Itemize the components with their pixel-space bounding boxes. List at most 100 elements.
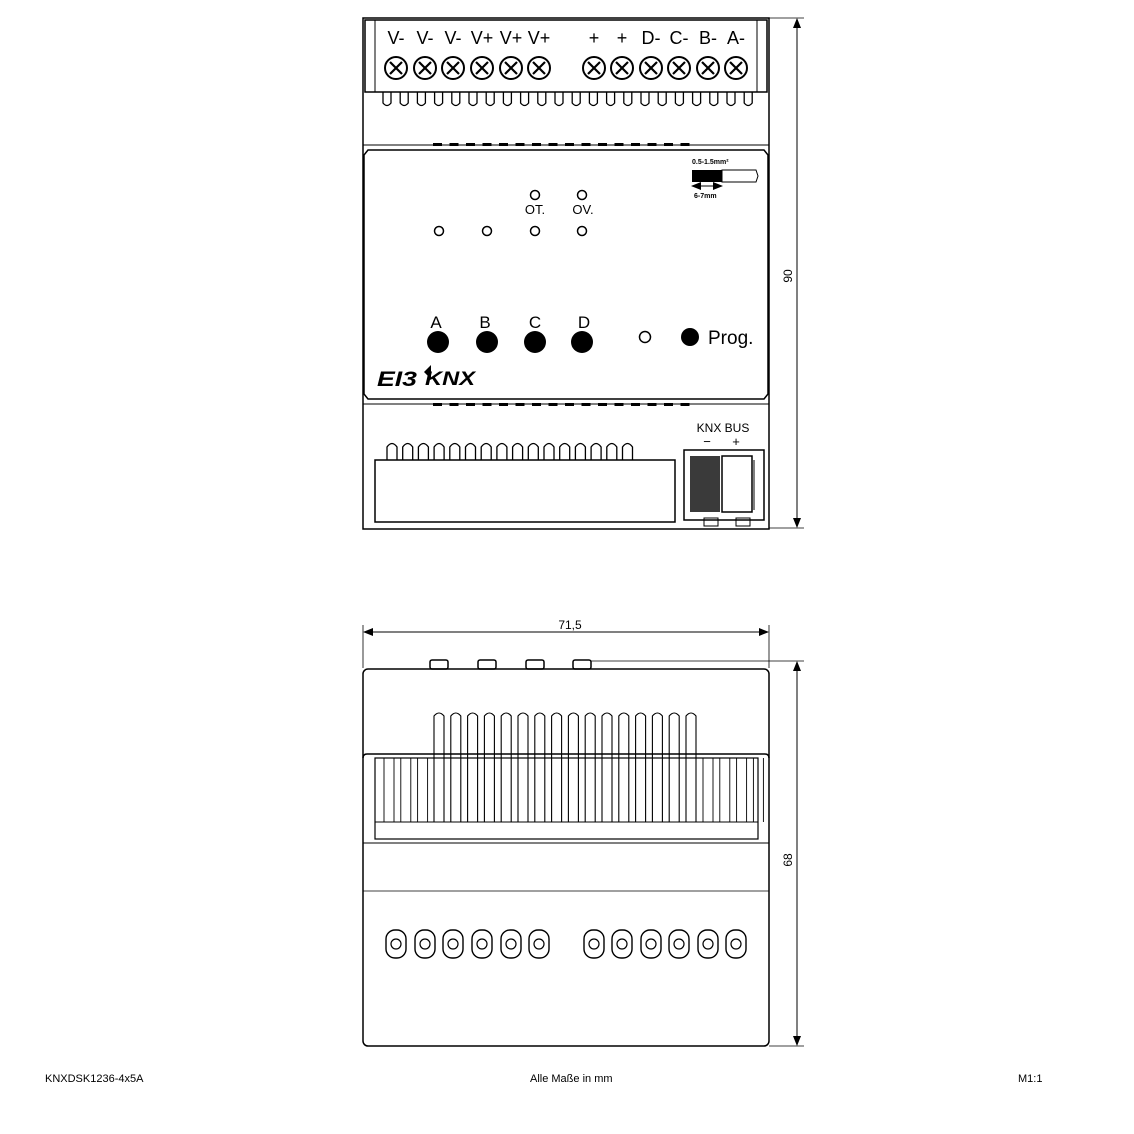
button-d-label: D — [578, 313, 590, 332]
side-view: 71,5 68 — [362, 618, 804, 1047]
terminal-slot — [500, 929, 522, 959]
fin — [502, 92, 513, 107]
fin — [588, 92, 599, 107]
button-b — [476, 331, 498, 353]
fin — [519, 92, 530, 107]
side-housing — [362, 668, 770, 1047]
terminal-label: C- — [670, 28, 689, 48]
fin — [402, 442, 414, 460]
fin — [623, 92, 633, 107]
fin — [640, 92, 650, 107]
fin — [511, 442, 524, 460]
fin — [726, 92, 736, 107]
terminal-labels: V-V-V-V+V+V+++D-C-B-A- — [387, 28, 745, 48]
fin — [537, 92, 547, 107]
vent-dash — [581, 403, 591, 406]
side-cover — [362, 753, 770, 759]
side-terminal-slots — [385, 929, 747, 959]
width-value: 71,5 — [558, 618, 582, 632]
bus-label: KNX BUS — [697, 421, 750, 435]
terminal-screw — [696, 56, 720, 80]
fin — [657, 92, 667, 107]
fin — [399, 92, 409, 107]
fin — [685, 712, 697, 822]
fin — [543, 442, 555, 460]
vent-dash — [664, 403, 673, 406]
front-panel — [363, 149, 769, 400]
vent-dash — [614, 403, 624, 406]
led-channel-c — [529, 225, 541, 237]
front-view: V-V-V-V+V+V+++D-C-B-A- 0.5-1.5mm² 6-7mm … — [362, 17, 804, 530]
led-channel-a — [433, 225, 445, 237]
prog-label: Prog. — [708, 328, 753, 349]
terminal-screw — [610, 56, 634, 80]
vent-dash — [548, 403, 558, 406]
fin — [567, 712, 579, 822]
terminal-slot — [414, 929, 436, 959]
button-a-label: A — [430, 313, 442, 332]
top-fins — [382, 92, 753, 107]
led-ov-label: OV. — [572, 202, 593, 217]
vent-dashes-bottom — [433, 403, 690, 406]
terminal-screw — [470, 56, 494, 80]
footer-model: KNXDSK1236-4x5A — [45, 1073, 144, 1085]
fin — [674, 92, 685, 107]
terminal-screw — [499, 56, 523, 80]
terminal-label: V- — [416, 28, 433, 48]
led-ot-label: OT. — [525, 202, 545, 217]
vent-dash — [449, 403, 459, 406]
terminal-slot — [471, 929, 493, 959]
terminal-screw — [527, 56, 551, 80]
vent-dash — [680, 403, 690, 406]
bus-plus-label: + — [732, 434, 740, 449]
terminal-screw — [441, 56, 465, 80]
terminal-label: A- — [727, 28, 745, 48]
fin — [571, 92, 581, 107]
terminal-slot — [640, 929, 662, 959]
terminal-label: + — [589, 28, 600, 48]
fin — [668, 712, 680, 822]
wire-strip-length: 6-7mm — [694, 193, 717, 200]
fin — [468, 92, 478, 107]
terminal-screw — [667, 56, 691, 80]
vent-dash — [515, 403, 525, 406]
terminal-label: + — [617, 28, 628, 48]
height-dimension: 90 — [769, 17, 804, 529]
terminal-slot — [385, 929, 407, 959]
button-a — [427, 331, 449, 353]
fin — [534, 712, 546, 822]
fin — [527, 442, 539, 460]
fin — [551, 712, 563, 822]
fin — [691, 92, 702, 107]
prog-led — [638, 330, 652, 344]
width-dimension: 71,5 — [362, 618, 770, 668]
fin — [382, 92, 392, 107]
channel-buttons: A B C D Prog. — [427, 313, 753, 353]
terminal-screws — [384, 56, 748, 80]
button-d — [571, 331, 593, 353]
fin — [606, 442, 618, 460]
fin — [386, 442, 398, 460]
terminal-label: V- — [444, 28, 461, 48]
button-b-label: B — [479, 313, 490, 332]
knx-logo-text: KNX — [425, 369, 477, 390]
terminal-slot — [697, 929, 719, 959]
fin — [496, 442, 508, 460]
side-fins — [375, 712, 764, 823]
footer-scale: M1:1 — [1018, 1073, 1043, 1085]
fin — [605, 92, 616, 107]
terminal-slot — [583, 929, 605, 959]
vent-dash — [466, 403, 475, 406]
bottom-fins — [386, 442, 634, 460]
fin — [517, 712, 529, 822]
fin — [651, 712, 663, 822]
led-channel-d — [576, 225, 588, 237]
fin — [621, 442, 634, 460]
fin — [417, 442, 430, 460]
fin — [554, 92, 564, 107]
prog-button — [681, 328, 699, 346]
fin — [433, 92, 444, 107]
terminal-screw — [724, 56, 748, 80]
led-channel-b — [481, 225, 493, 237]
